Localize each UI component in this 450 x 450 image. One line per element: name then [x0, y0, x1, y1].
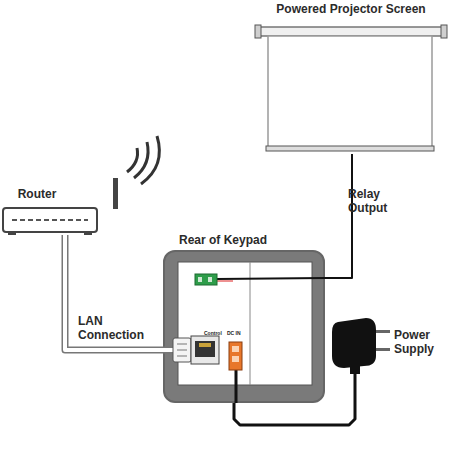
- port-label: DC IN: [227, 330, 241, 336]
- keypad-rear-panel: [163, 250, 325, 403]
- router-icon: [3, 136, 159, 235]
- node-title: Powered Projector Screen: [256, 2, 446, 16]
- power-node: Power Supply: [326, 312, 446, 374]
- relay-wire: [325, 154, 352, 278]
- screen-node: Powered Projector Screen: [256, 2, 446, 154]
- projector-screen: [255, 25, 447, 151]
- keypad-node: Rear of Keypad: [163, 250, 325, 403]
- edge-label: Relay Output: [348, 187, 418, 215]
- port-label: Control: [204, 330, 222, 336]
- edge-label: LAN Connection: [78, 314, 158, 342]
- node-title: Router: [2, 187, 72, 201]
- node-title: Rear of Keypad: [179, 233, 319, 247]
- node-title: Power Supply: [394, 328, 446, 356]
- router-node: Router: [2, 183, 102, 235]
- power-adapter: [332, 318, 390, 374]
- lan-cable: [65, 235, 163, 350]
